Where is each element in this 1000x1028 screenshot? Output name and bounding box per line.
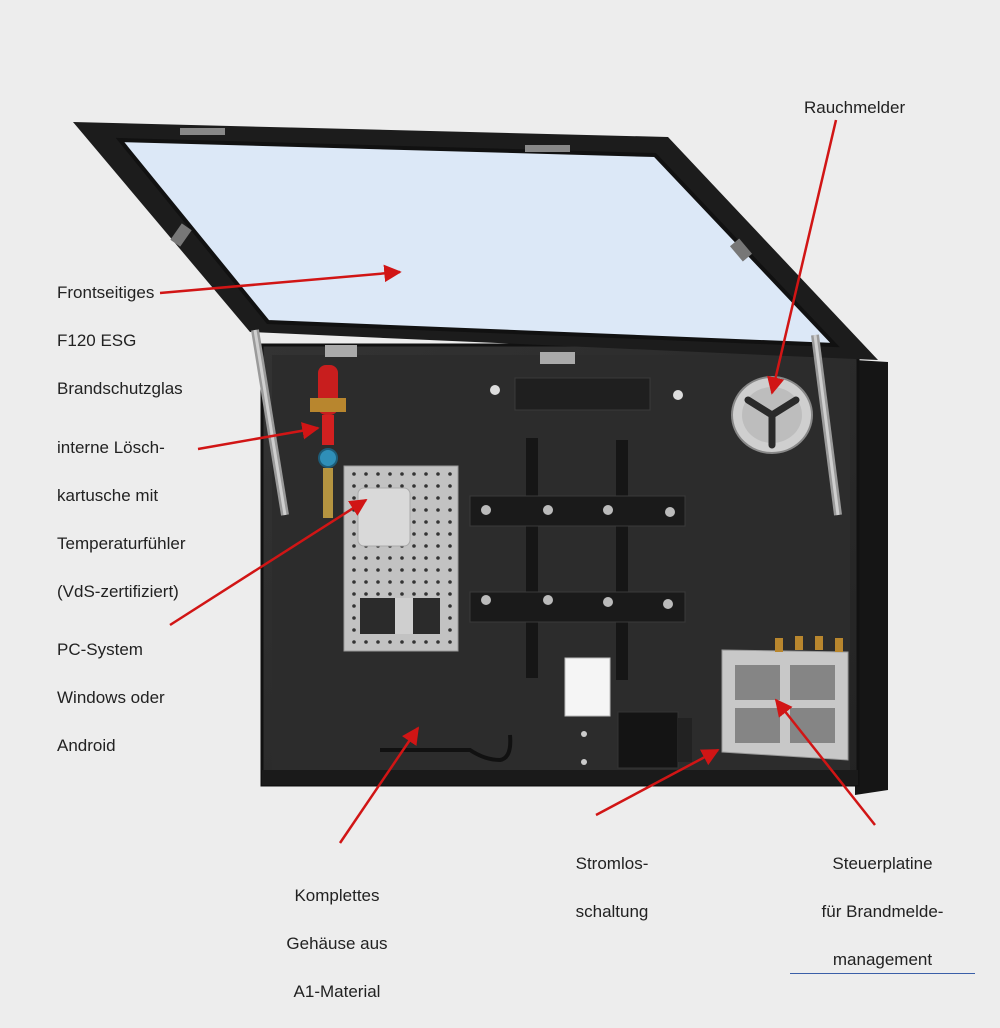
arrow-fire-glass — [159, 264, 402, 295]
label-fire-glass: Frontseitiges F120 ESG Brandschutzglas — [57, 283, 183, 398]
label-extinguisher: interne Lösch- kartusche mit Temperaturf… — [57, 438, 186, 601]
hinges — [325, 345, 683, 411]
arrow-housing — [338, 726, 420, 844]
glass-lid — [73, 122, 878, 360]
arrow-pc-system — [169, 498, 368, 627]
label-pc-system: PC-System Windows oder Android — [57, 640, 165, 755]
display-mount — [469, 438, 686, 680]
gas-strut-left — [251, 329, 289, 516]
label-power-off: Stromlos- schaltung — [575, 854, 649, 921]
socket-panel — [564, 657, 611, 717]
cable — [380, 734, 513, 763]
label-smoke-detector: Rauchmelder — [804, 98, 906, 117]
control-board — [721, 636, 849, 761]
label-housing: Komplettes Gehäuse aus A1-Material — [286, 886, 388, 1001]
arrow-power-off — [595, 748, 720, 817]
arrow-control-board — [774, 698, 876, 826]
cabinet-diagram — [73, 119, 888, 844]
power-off-module — [581, 711, 692, 769]
arrow-smoke-detector — [767, 119, 838, 395]
arrow-extinguisher — [197, 422, 320, 451]
leader-arrows — [159, 119, 876, 844]
pc-mounting-plate — [343, 465, 459, 652]
gas-strut-right — [811, 334, 842, 516]
extinguisher-cartridge — [310, 365, 346, 518]
label-control-board: Steuerplatine für Brandmelde- management — [790, 828, 975, 998]
smoke-detector — [731, 376, 813, 454]
